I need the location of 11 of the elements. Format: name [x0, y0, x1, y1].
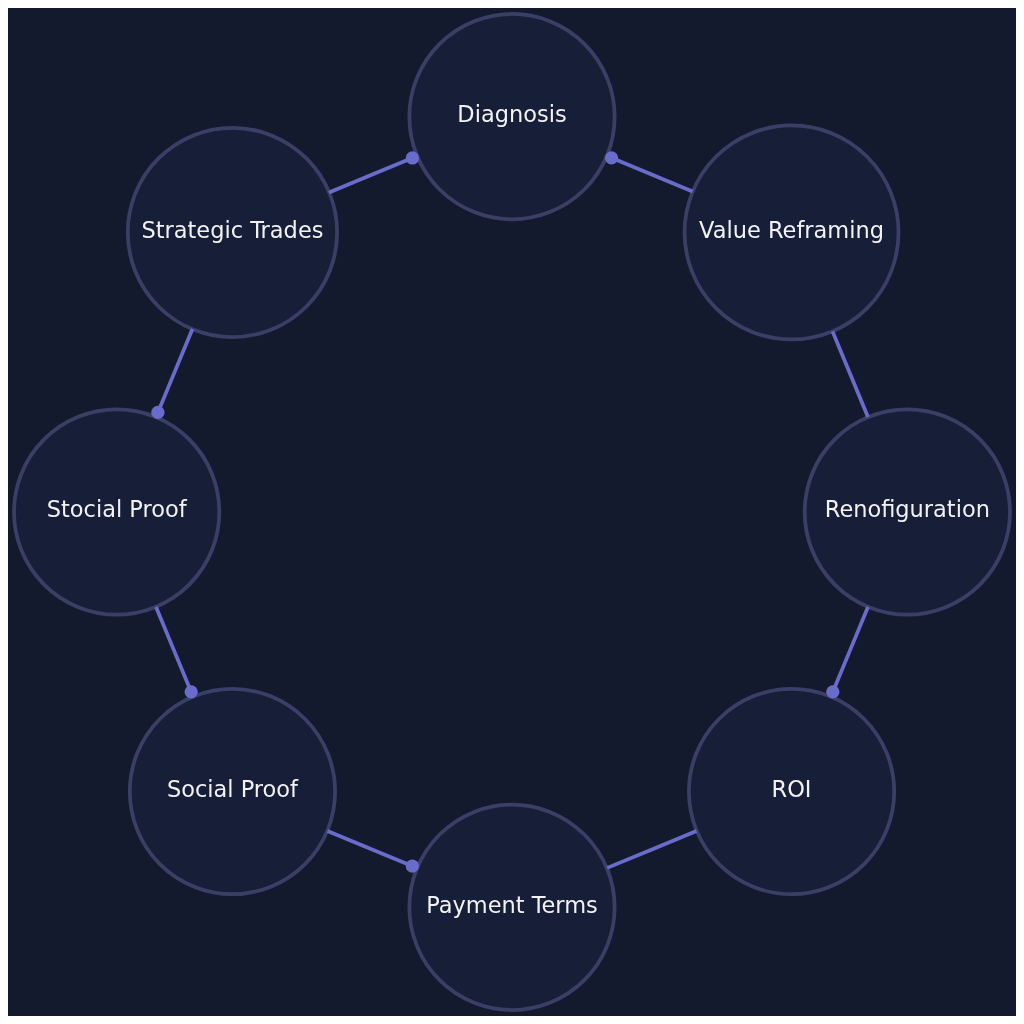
connector — [154, 606, 198, 699]
connector — [328, 151, 420, 195]
connector — [151, 328, 195, 420]
connector — [326, 829, 419, 873]
connector — [826, 606, 870, 699]
connector — [830, 330, 870, 418]
node-circle: Value Reframing — [682, 123, 901, 342]
connector — [604, 151, 694, 194]
node-circle: Renofiguration — [802, 407, 1012, 617]
node-circle: Strategic Trades — [125, 125, 339, 339]
connector — [606, 829, 698, 870]
